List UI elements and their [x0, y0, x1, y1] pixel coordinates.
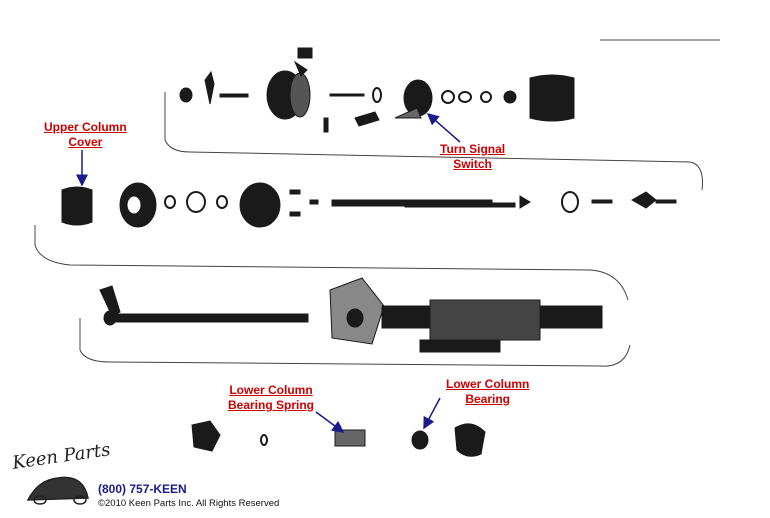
upper-column-cover-line1: Upper Column — [44, 120, 127, 134]
row4-parts — [191, 420, 486, 457]
upper-column-cover-line2: Cover — [68, 135, 103, 149]
lower-column-bearing-label[interactable]: Lower Column Bearing — [446, 377, 529, 407]
assembly-outline-lines — [34, 39, 720, 367]
row2-parts — [61, 182, 677, 228]
lower-column-bearing-spring-line1: Lower Column — [229, 383, 313, 397]
lower-column-bearing-spring-line2: Bearing Spring — [228, 398, 315, 412]
lower-column-bearing-line1: Lower Column — [446, 377, 530, 391]
upper-column-cover-label[interactable]: Upper Column Cover — [44, 120, 127, 150]
keen-parts-logo-car — [26, 476, 89, 505]
lower-column-bearing-line2: Bearing — [465, 392, 511, 406]
copyright-text: ©2010 Keen Parts Inc. All Rights Reserve… — [98, 498, 280, 509]
callout-arrows — [76, 113, 461, 433]
lower-column-bearing-spring-label[interactable]: Lower Column Bearing Spring — [228, 383, 314, 413]
phone-number[interactable]: (800) 757-KEEN — [98, 482, 187, 496]
row3-parts — [99, 277, 603, 353]
turn-signal-switch-line1: Turn Signal — [440, 142, 506, 156]
turn-signal-switch-label[interactable]: Turn Signal Switch — [440, 142, 505, 172]
turn-signal-switch-line2: Switch — [453, 157, 492, 171]
row1-parts — [179, 47, 575, 133]
